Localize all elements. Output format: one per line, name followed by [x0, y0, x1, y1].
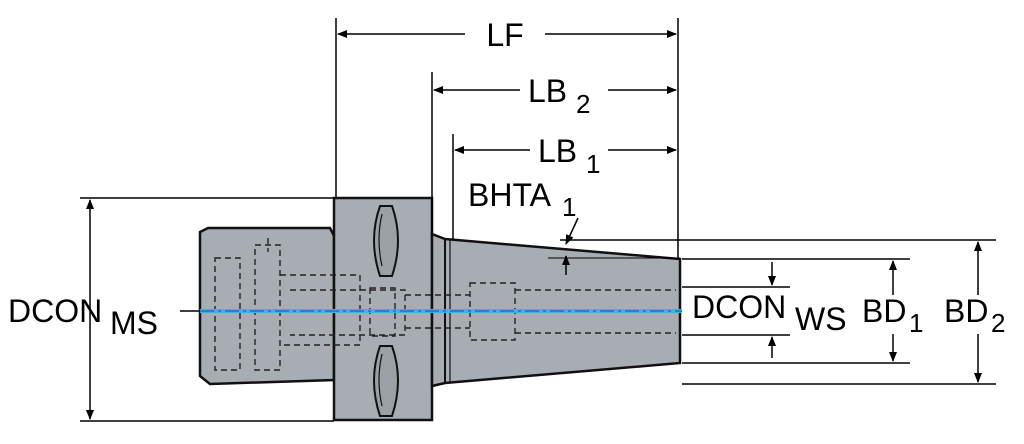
label-lb2: LB	[528, 73, 567, 109]
drive-slot-bottom	[373, 345, 399, 417]
tool-body	[180, 196, 682, 422]
label-lf: LF	[486, 17, 523, 53]
bhta-leader	[565, 217, 579, 245]
label-bd2-sub: 2	[991, 308, 1005, 338]
shank	[198, 226, 336, 386]
label-dcon-ms-sub: MS	[110, 305, 158, 341]
label-bd2: BD	[944, 293, 988, 329]
drive-slot-top	[373, 205, 399, 277]
label-bhta-sub: 1	[562, 192, 576, 222]
label-bhta: BHTA	[468, 177, 552, 213]
label-lb2-sub: 2	[576, 89, 590, 119]
label-dcon-ws: DCON	[692, 289, 786, 325]
dimension-lines	[86, 30, 982, 420]
label-lb1: LB	[538, 133, 577, 169]
label-bd1-sub: 1	[909, 308, 923, 338]
label-bd1: BD	[862, 293, 906, 329]
labels: LF LB 2 LB 1 BHTA 1 DCON MS DCON WS BD 1…	[8, 17, 1005, 341]
extension-lines	[80, 18, 996, 422]
label-lb1-sub: 1	[586, 149, 600, 179]
label-dcon-ws-sub: WS	[795, 301, 847, 337]
label-dcon-ms: DCON	[8, 293, 102, 329]
